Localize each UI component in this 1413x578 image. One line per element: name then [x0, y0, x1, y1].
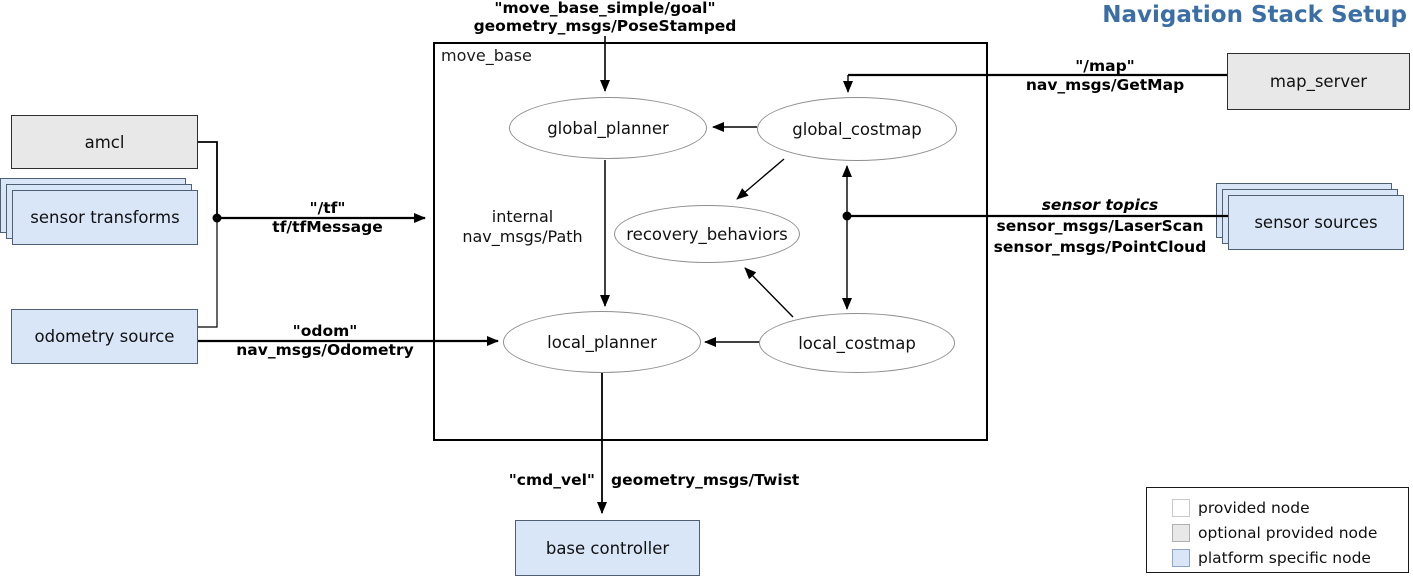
page-title: Navigation Stack Setup [1102, 2, 1407, 28]
node-recovery-behaviors: recovery_behaviors [614, 205, 800, 263]
node-local-planner-label: local_planner [547, 332, 657, 352]
odom-topic-name: "odom" [292, 322, 358, 340]
platform-node-swatch [1172, 548, 1190, 567]
node-global-planner: global_planner [509, 97, 707, 159]
goal-topic-label: "move_base_simple/goal" geometry_msgs/Po… [455, 0, 755, 35]
legend-row-optional: optional provided node [1172, 520, 1408, 545]
node-recovery-behaviors-label: recovery_behaviors [626, 224, 788, 244]
tf-topic-name: "/tf" [309, 199, 346, 217]
internal-path-label: internal nav_msgs/Path [450, 207, 595, 247]
provided-node-swatch [1172, 498, 1190, 517]
tf-junction-dot [212, 213, 222, 223]
node-amcl-label: amcl [84, 132, 125, 152]
goal-topic-type: geometry_msgs/PoseStamped [473, 16, 737, 35]
optional-node-swatch [1172, 523, 1190, 542]
node-global-costmap-label: global_costmap [792, 119, 922, 139]
node-global-planner-label: global_planner [547, 118, 669, 138]
map-topic-name: "/map" [1075, 57, 1135, 75]
node-sensor-sources-label: sensor sources [1254, 213, 1378, 232]
sensor-topics-label: sensor topics sensor_msgs/LaserScan sens… [985, 195, 1215, 258]
node-sensor-transforms-label: sensor transforms [30, 208, 180, 227]
node-sensor-sources: sensor sources [1228, 195, 1404, 250]
node-base-controller-label: base controller [545, 538, 670, 558]
node-map-server: map_server [1227, 53, 1410, 110]
legend-platform-label: platform specific node [1198, 548, 1371, 567]
legend-row-platform: platform specific node [1172, 545, 1408, 570]
tf-topic-label: "/tf" tf/tfMessage [240, 199, 415, 237]
goal-topic-name: "move_base_simple/goal" [494, 0, 716, 17]
cmd-vel-topic-name: "cmd_vel" [508, 471, 595, 489]
odom-topic-type: nav_msgs/Odometry [236, 341, 414, 359]
internal-path-line2: nav_msgs/Path [462, 227, 583, 246]
legend-optional-label: optional provided node [1198, 523, 1378, 542]
sensor-topics-type2: sensor_msgs/PointCloud [993, 238, 1207, 256]
node-amcl: amcl [11, 115, 198, 169]
odometry-tf-connector-line [198, 218, 218, 328]
map-topic-type: nav_msgs/GetMap [1025, 76, 1185, 94]
odom-topic-label: "odom" nav_msgs/Odometry [225, 322, 425, 360]
move-base-label: move_base [441, 46, 532, 65]
map-topic-label: "/map" nav_msgs/GetMap [995, 57, 1215, 95]
node-local-planner: local_planner [503, 311, 701, 373]
node-map-server-label: map_server [1269, 72, 1368, 91]
legend-row-provided: provided node [1172, 495, 1408, 520]
legend-provided-label: provided node [1198, 498, 1310, 517]
tf-topic-type: tf/tfMessage [272, 218, 383, 236]
legend: provided node optional provided node pla… [1146, 487, 1409, 573]
node-base-controller: base controller [515, 520, 700, 576]
cmd-vel-topic-type: geometry_msgs/Twist [611, 471, 800, 489]
internal-path-line1: internal [491, 207, 554, 226]
node-local-costmap-label: local_costmap [798, 333, 916, 353]
node-odometry-source: odometry source [11, 309, 198, 364]
sensor-topics-name: sensor topics [1041, 196, 1159, 214]
sensor-topics-type1: sensor_msgs/LaserScan [996, 217, 1204, 235]
node-sensor-transforms: sensor transforms [12, 190, 198, 245]
amcl-tf-connector-line [198, 141, 218, 218]
node-local-costmap: local_costmap [759, 313, 955, 373]
node-global-costmap: global_costmap [757, 97, 957, 161]
node-odometry-source-label: odometry source [34, 327, 175, 346]
